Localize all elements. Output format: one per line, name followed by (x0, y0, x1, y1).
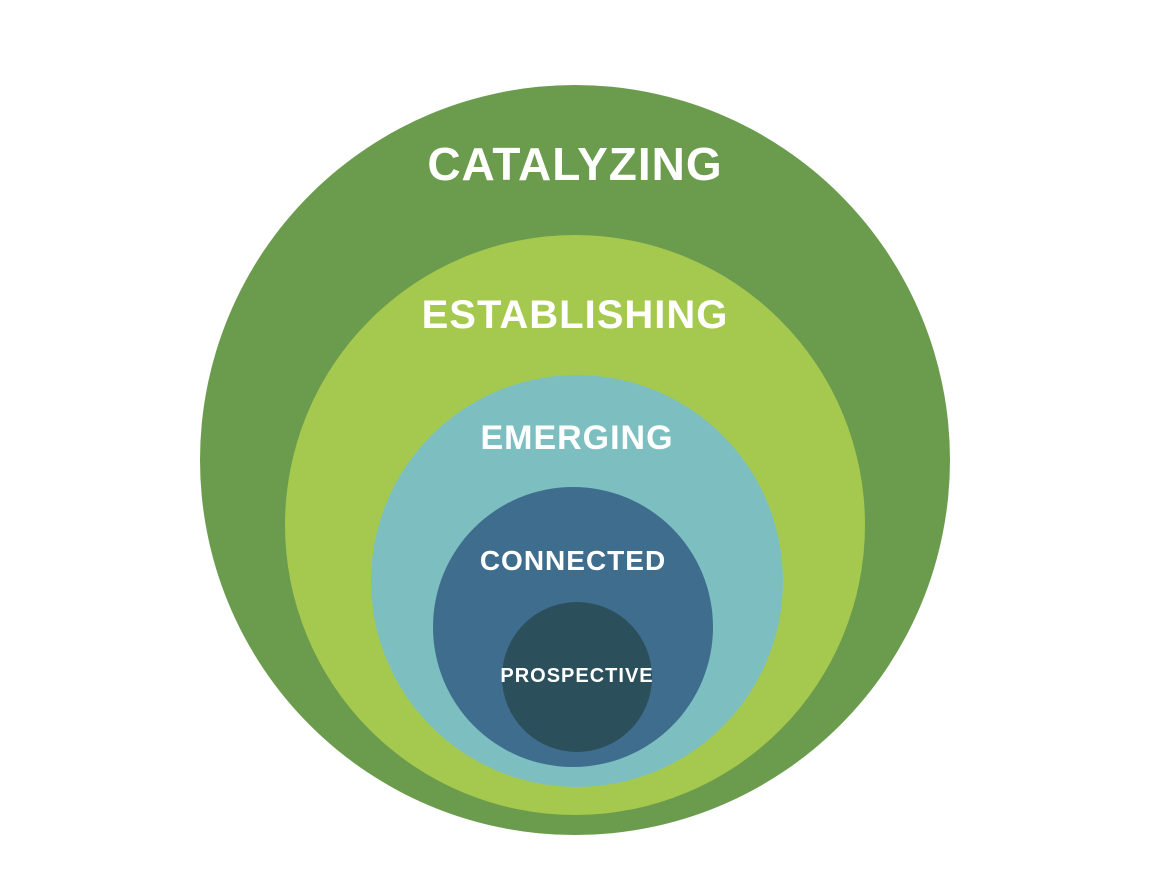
circle-prospective: PROSPECTIVE (500, 602, 654, 752)
circle-connected-label: CONNECTED (479, 545, 667, 576)
circle-catalyzing-label: CATALYZING (427, 138, 723, 190)
circle-prospective-label: PROSPECTIVE (500, 665, 654, 687)
circle-emerging-label: EMERGING (480, 419, 674, 457)
circle-establishing-label: ESTABLISHING (421, 293, 729, 337)
